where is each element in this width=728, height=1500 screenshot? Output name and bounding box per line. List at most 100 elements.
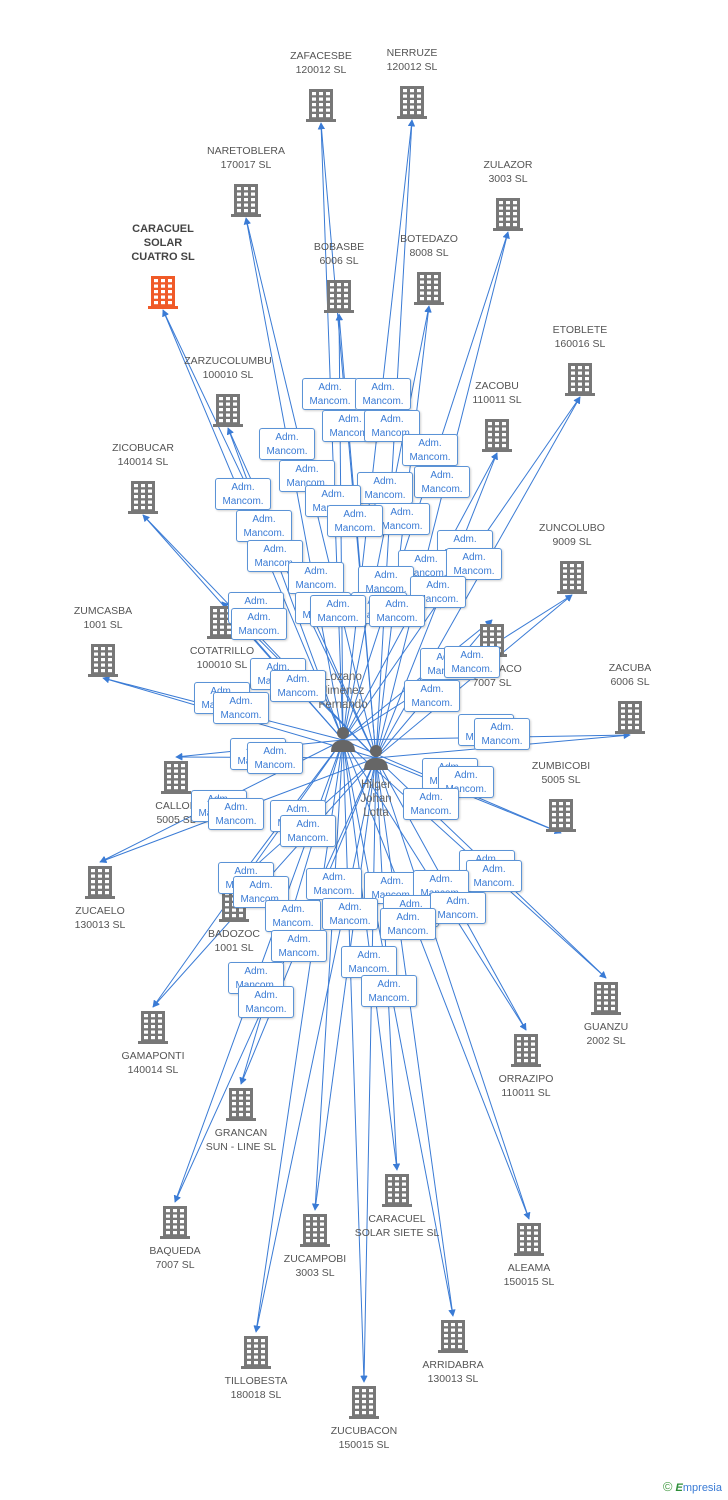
relation-label[interactable]: Adm. Mancom.	[306, 868, 362, 900]
building-icon[interactable]	[557, 561, 587, 594]
building-icon[interactable]	[128, 481, 158, 514]
relation-label[interactable]: Adm. Mancom.	[213, 692, 269, 724]
company-label-caracuel-siete[interactable]: CARACUEL SOLAR SIETE SL	[354, 1213, 440, 1239]
relation-label[interactable]: Adm. Mancom.	[444, 646, 500, 678]
relation-label[interactable]: Adm. Mancom.	[288, 562, 344, 594]
building-icon[interactable]	[493, 198, 523, 231]
company-label-zacobu[interactable]: ZACOBU 110011 SL	[472, 380, 522, 406]
relation-label[interactable]: Adm. Mancom.	[474, 718, 530, 750]
company-label-bobasbe[interactable]: BOBASBE 6006 SL	[313, 241, 365, 267]
relation-label[interactable]: Adm. Mancom.	[270, 670, 326, 702]
company-label-zumbicobi[interactable]: ZUMBICOBI 5005 SL	[531, 760, 591, 786]
relation-label[interactable]: Adm. Mancom.	[265, 900, 321, 932]
focus-company-label[interactable]: CARACUEL SOLAR CUATRO SL	[131, 223, 195, 263]
company-label-arridabra[interactable]: ARRIDABRA 130013 SL	[422, 1359, 484, 1385]
relation-label[interactable]: Adm. Mancom.	[247, 742, 303, 774]
building-icon[interactable]	[482, 419, 512, 452]
person-label-p2[interactable]: Hilger Johan Lotta	[360, 779, 392, 819]
relation-label[interactable]: Adm. Mancom.	[327, 505, 383, 537]
company-label-botedazo[interactable]: BOTEDAZO 8008 SL	[400, 233, 458, 259]
building-icon[interactable]	[511, 1034, 541, 1067]
company-label-zucaelo[interactable]: ZUCAELO 130013 SL	[74, 905, 126, 931]
building-icon[interactable]	[213, 394, 243, 427]
relation-label[interactable]: Adm. Mancom.	[430, 892, 486, 924]
relation-label[interactable]: Adm. Mancom.	[302, 378, 358, 410]
relation-label[interactable]: Adm. Mancom.	[403, 788, 459, 820]
relation-label[interactable]: Adm. Mancom.	[402, 434, 458, 466]
company-label-zulazor[interactable]: ZULAZOR 3003 SL	[483, 159, 533, 185]
building-icon[interactable]	[349, 1386, 379, 1419]
building-icon[interactable]	[565, 363, 595, 396]
company-label-badozoc[interactable]: BADOZOC 1001 SL	[208, 928, 260, 954]
relation-label[interactable]: Adm. Mancom.	[414, 466, 470, 498]
building-icon[interactable]	[148, 276, 178, 309]
relation-label[interactable]: Adm. Mancom.	[466, 860, 522, 892]
person-label-p1[interactable]: Lozano Jimenez Fernando	[318, 671, 368, 711]
person-icon[interactable]	[364, 745, 388, 770]
building-icon[interactable]	[231, 184, 261, 217]
relation-label[interactable]: Adm. Mancom.	[271, 930, 327, 962]
relation-edges	[99, 119, 631, 1383]
relation-label[interactable]: Adm. Mancom.	[259, 428, 315, 460]
relation-label[interactable]: Adm. Mancom.	[410, 576, 466, 608]
building-icon[interactable]	[85, 866, 115, 899]
relation-label[interactable]: Adm. Mancom.	[208, 798, 264, 830]
company-label-zicobucar[interactable]: ZICOBUCAR 140014 SL	[112, 442, 174, 468]
relation-label[interactable]: Adm. Mancom.	[380, 908, 436, 940]
relation-label[interactable]: Adm. Mancom.	[369, 595, 425, 627]
company-label-tillobesta[interactable]: TILLOBESTA 180018 SL	[224, 1375, 288, 1401]
company-label-aleama[interactable]: ALEAMA 150015 SL	[503, 1262, 555, 1288]
building-icon[interactable]	[382, 1174, 412, 1207]
company-label-guanzu[interactable]: GUANZU 2002 SL	[583, 1021, 629, 1047]
relation-label[interactable]: Adm. Mancom.	[236, 510, 292, 542]
building-icon[interactable]	[546, 799, 576, 832]
building-icon[interactable]	[88, 644, 118, 677]
company-label-callop[interactable]: CALLOP 5005 SL	[155, 800, 197, 826]
company-label-orrazipo[interactable]: ORRAZIPO 110011 SL	[498, 1073, 554, 1099]
building-icon[interactable]	[438, 1320, 468, 1353]
building-icon[interactable]	[514, 1223, 544, 1256]
company-label-zacuba[interactable]: ZACUBA 6006 SL	[608, 662, 652, 688]
building-icon[interactable]	[615, 701, 645, 734]
building-icon[interactable]	[138, 1011, 168, 1044]
building-icon[interactable]	[414, 272, 444, 305]
relation-label[interactable]: Adm. Mancom.	[341, 946, 397, 978]
company-label-zumcasba[interactable]: ZUMCASBA 1001 SL	[73, 605, 133, 631]
relation-label[interactable]: Adm. Mancom.	[215, 478, 271, 510]
relation-label[interactable]: Adm. Mancom.	[404, 680, 460, 712]
relation-label[interactable]: Adm. Mancom.	[446, 548, 502, 580]
empresia-brand[interactable]: © Empresia	[663, 1479, 722, 1494]
relation-label[interactable]: Adm. Mancom.	[361, 975, 417, 1007]
company-label-naretoblera[interactable]: NARETOBLERA 170017 SL	[207, 145, 285, 171]
building-icon[interactable]	[226, 1088, 256, 1121]
relation-edge	[342, 739, 456, 1317]
company-label-zafacesbe[interactable]: ZAFACESBE 120012 SL	[290, 50, 352, 76]
relation-label[interactable]: Adm. Mancom.	[310, 595, 366, 627]
building-icon[interactable]	[160, 1206, 190, 1239]
building-icon[interactable]	[397, 86, 427, 119]
company-label-zuncolubo[interactable]: ZUNCOLUBO 9009 SL	[539, 522, 605, 548]
relation-label[interactable]: Adm. Mancom.	[280, 815, 336, 847]
company-label-zarzucolumbu[interactable]: ZARZUCOLUMBU 100010 SL	[184, 355, 272, 381]
building-icon[interactable]	[300, 1214, 330, 1247]
company-label-cotatrillo[interactable]: COTATRILLO 100010 SL	[189, 645, 255, 671]
company-label-nerruze[interactable]: NERRUZE 120012 SL	[386, 47, 438, 73]
relation-label[interactable]: Adm. Mancom.	[322, 898, 378, 930]
relation-label[interactable]: Adm. Mancom.	[374, 503, 430, 535]
person-icon[interactable]	[331, 727, 355, 752]
building-icon[interactable]	[241, 1336, 271, 1369]
relation-label[interactable]: Adm. Mancom.	[357, 472, 413, 504]
company-label-grancan[interactable]: GRANCAN SUN - LINE SL	[205, 1127, 277, 1153]
relation-label[interactable]: Adm. Mancom.	[355, 378, 411, 410]
company-label-etoblete[interactable]: ETOBLETE 160016 SL	[552, 324, 608, 350]
building-icon[interactable]	[161, 761, 191, 794]
building-icon[interactable]	[324, 280, 354, 313]
company-label-zucampobi[interactable]: ZUCAMPOBI 3003 SL	[283, 1253, 347, 1279]
relation-label[interactable]: Adm. Mancom.	[238, 986, 294, 1018]
relation-label[interactable]: Adm. Mancom.	[231, 608, 287, 640]
company-label-gamaponti[interactable]: GAMAPONTI 140014 SL	[121, 1050, 185, 1076]
company-label-zucubacon[interactable]: ZUCUBACON 150015 SL	[330, 1425, 398, 1451]
company-label-baqueda[interactable]: BAQUEDA 7007 SL	[149, 1245, 201, 1271]
building-icon[interactable]	[306, 89, 336, 122]
building-icon[interactable]	[591, 982, 621, 1015]
